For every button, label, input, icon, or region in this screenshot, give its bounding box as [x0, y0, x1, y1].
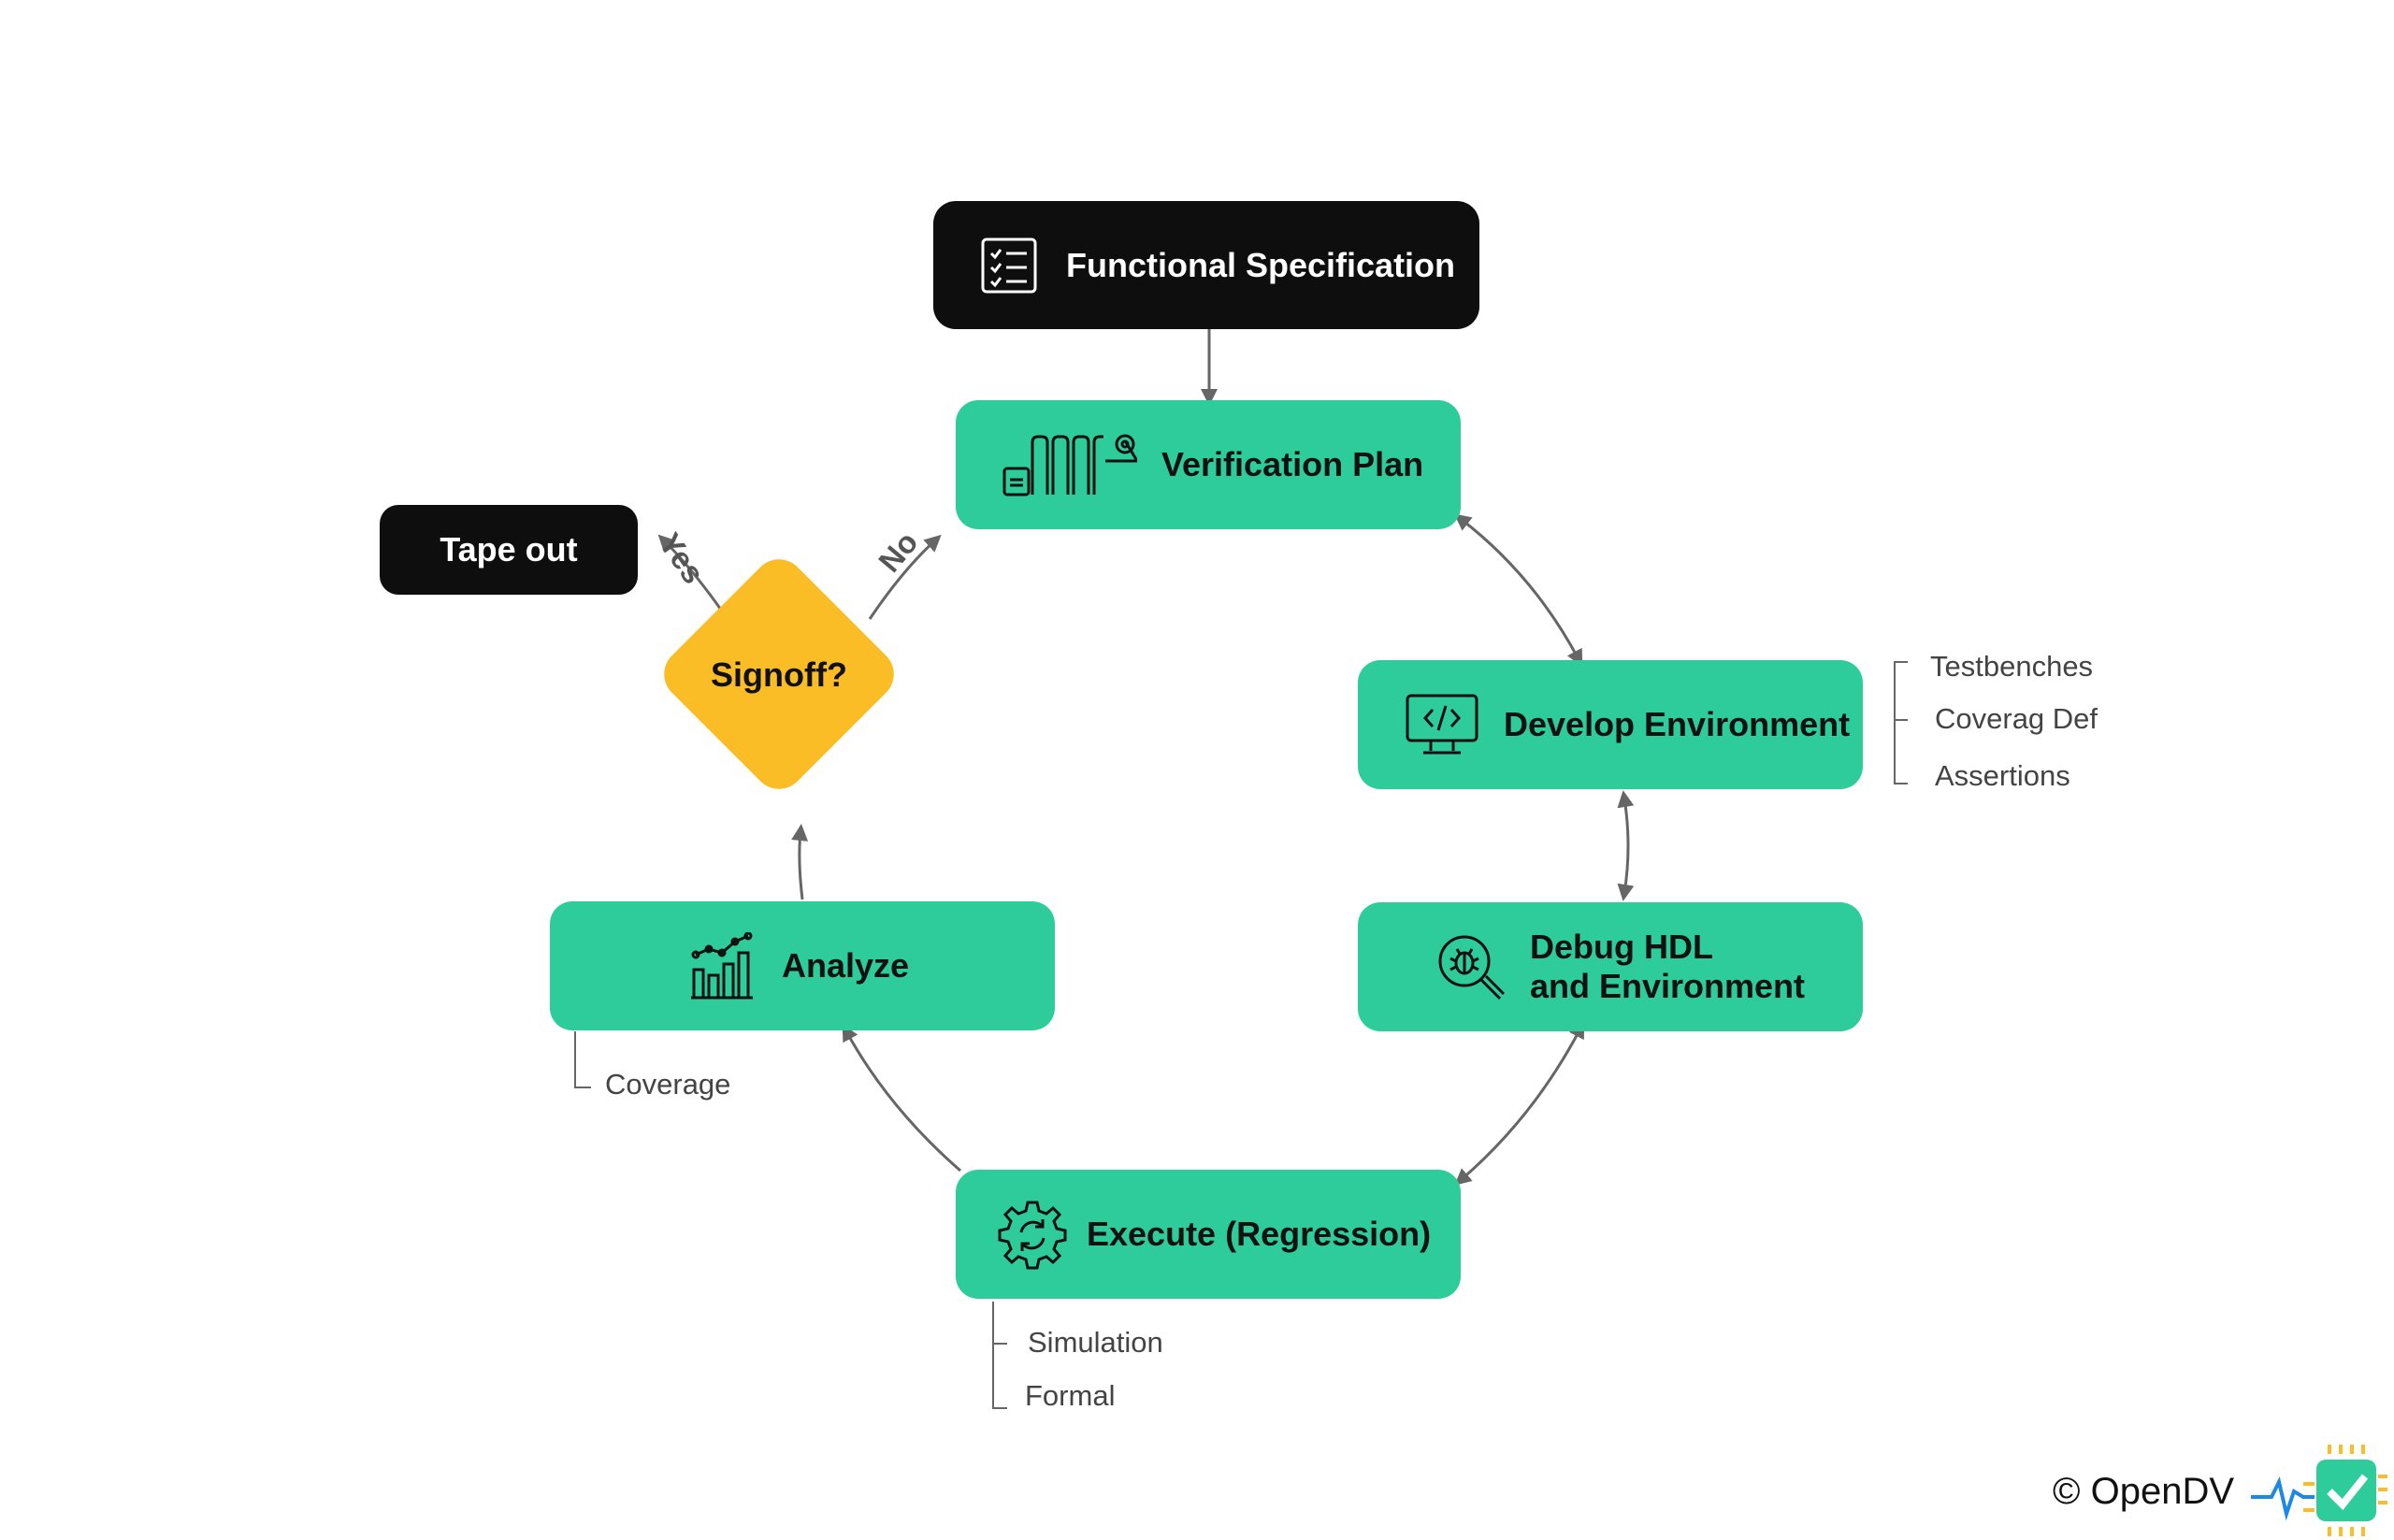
- connector-debug-execute: [1454, 1021, 1585, 1186]
- bracket-execute-notes: [992, 1302, 1007, 1409]
- connector-plan-develop: [1453, 513, 1583, 667]
- debug-label: Debug HDL and Environment: [1530, 928, 1805, 1006]
- bar-chart-trend-icon: [690, 932, 756, 1000]
- verification-plan-node: Verification Plan: [956, 400, 1461, 529]
- develop-environment-label: Develop Environment: [1504, 705, 1851, 743]
- functional-spec-label: Functional Specification: [1066, 245, 1456, 284]
- execute-note-formal: Formal: [1025, 1379, 1116, 1412]
- develop-environment-node: Develop Environment: [1358, 660, 1863, 789]
- tape-out-label: Tape out: [440, 530, 578, 569]
- analyze-node: Analyze: [550, 901, 1055, 1030]
- arrow-execute-to-analyze: [842, 1024, 961, 1173]
- execute-label: Execute (Regression): [1087, 1215, 1432, 1253]
- debug-label-line1: Debug HDL: [1530, 928, 1713, 966]
- execute-node: Execute (Regression): [956, 1170, 1461, 1299]
- verification-plan-label: Verification Plan: [1161, 445, 1424, 483]
- analyze-label: Analyze: [782, 946, 910, 985]
- debug-label-line2: and Environment: [1530, 967, 1806, 1005]
- bracket-analyze-notes: [574, 1031, 591, 1088]
- debug-node: Debug HDL and Environment: [1358, 902, 1863, 1031]
- checklist-icon: [980, 237, 1038, 295]
- connector-develop-debug: [1617, 790, 1635, 901]
- bug-search-icon: [1435, 931, 1506, 1002]
- tape-out-node: Tape out: [380, 505, 638, 595]
- execute-note-simulation: Simulation: [1028, 1326, 1163, 1359]
- brand-text: © OpenDV: [2053, 1470, 2235, 1512]
- roadmap-icon: [1001, 431, 1137, 498]
- opendv-brand: © OpenDV: [2053, 1443, 2391, 1540]
- functional-spec-node: Functional Specification: [933, 201, 1479, 329]
- arrow-signoff-no-to-plan: [868, 534, 942, 620]
- bracket-develop-notes: [1894, 661, 1908, 784]
- analyze-note-coverage: Coverage: [605, 1068, 731, 1101]
- monitor-code-icon: [1405, 693, 1479, 756]
- develop-note-coverage-def: Coverag Def: [1935, 702, 2098, 735]
- develop-note-assertions: Assertions: [1935, 759, 2070, 792]
- pulse-check-chip-icon: [2247, 1443, 2391, 1540]
- gear-refresh-icon: [997, 1199, 1068, 1270]
- arrow-analyze-to-signoff: [791, 824, 809, 900]
- signoff-label: Signoff?: [711, 655, 847, 694]
- develop-note-testbenches: Testbenches: [1930, 650, 2094, 683]
